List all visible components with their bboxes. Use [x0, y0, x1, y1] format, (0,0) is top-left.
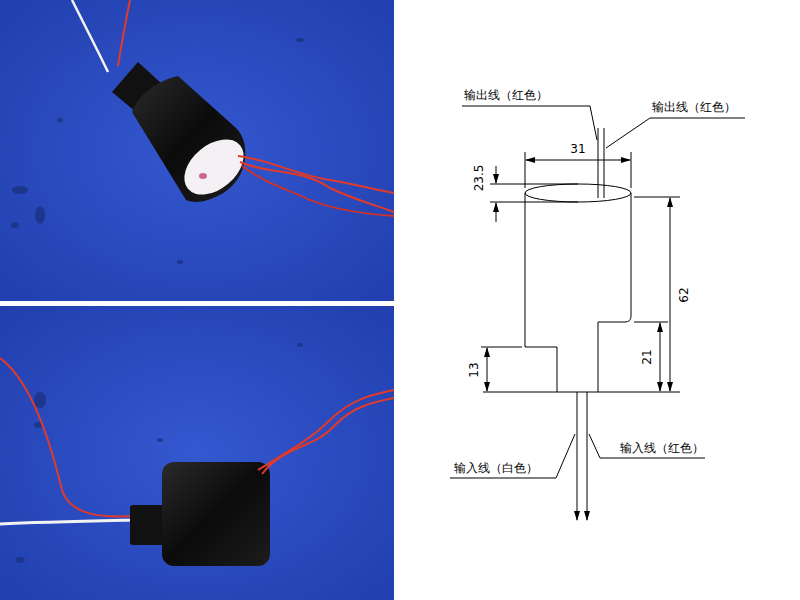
dimension: 21: [640, 349, 654, 364]
dimension: 13: [467, 362, 481, 377]
dimension: 23.5: [472, 165, 486, 192]
wire-label: 输出线（红色）: [652, 100, 736, 114]
bottom-photo: [0, 306, 394, 600]
wire-label: 输入线（白色）: [454, 461, 538, 475]
wire-label: 输出线（红色）: [464, 88, 548, 102]
wire-label: 输入线（红色）: [620, 441, 704, 455]
dimension: 62: [677, 287, 691, 302]
outline-drawing: [450, 106, 745, 520]
dimension: 31: [570, 142, 585, 156]
top-photo: [0, 0, 394, 301]
